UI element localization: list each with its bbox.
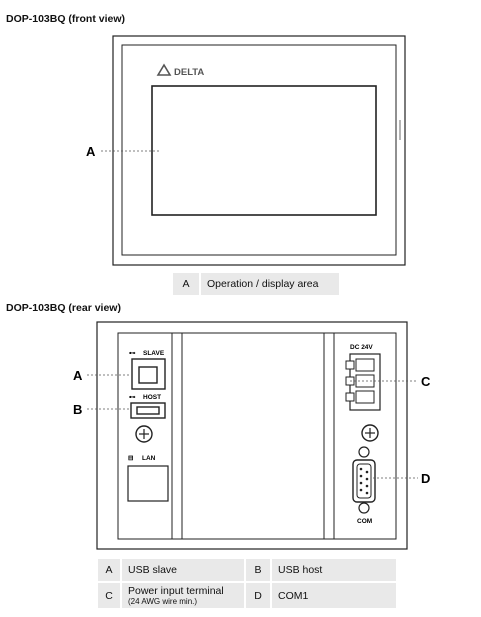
legend-key: B <box>244 557 272 583</box>
legend-label: USB host <box>270 557 398 583</box>
legend-label: COM1 <box>270 581 398 610</box>
com-pin <box>359 467 363 471</box>
front-legend: A Operation / display area <box>171 271 341 297</box>
com-pins <box>359 467 369 495</box>
usb-slave-icon: ⊷ <box>129 350 136 357</box>
legend-key: C <box>96 581 122 610</box>
lan-icon: ⊟ <box>128 455 134 462</box>
legend-label: Power input terminal (24 AWG wire min.) <box>120 581 246 610</box>
legend-key: A <box>171 271 201 297</box>
brand-text: DELTA <box>174 67 204 78</box>
dc-label: DC 24V <box>350 344 373 351</box>
legend-label: Operation / display area <box>199 271 341 297</box>
com-pin <box>365 470 369 474</box>
legend-row: C Power input terminal (24 AWG wire min.… <box>96 581 398 610</box>
usb-slave-port: ⊷ SLAVE <box>129 350 166 390</box>
lan-label: LAN <box>142 455 156 462</box>
usb-host-icon: ⊷ <box>129 394 136 401</box>
power-terminal: DC 24V <box>345 344 381 411</box>
rear-callout-d: D <box>421 471 430 486</box>
legend-label-main: Power input terminal <box>128 585 224 597</box>
slave-label: SLAVE <box>143 350 165 357</box>
com-pin <box>359 481 363 485</box>
rear-callout-c: C <box>421 374 431 389</box>
display-area <box>151 85 377 216</box>
rear-callout-b: B <box>73 402 82 417</box>
rear-view-title: DOP-103BQ (rear view) <box>6 302 121 314</box>
legend-row: A USB slave B USB host <box>96 557 398 583</box>
delta-logo: DELTA <box>156 63 204 78</box>
com-pin <box>359 488 363 492</box>
host-label: HOST <box>143 394 161 401</box>
usb-host-port: ⊷ HOST <box>129 394 166 419</box>
legend-key: D <box>244 581 272 610</box>
com-pin <box>359 474 363 478</box>
front-callout-a: A <box>86 144 96 159</box>
legend-key: A <box>96 557 122 583</box>
rear-callout-a: A <box>73 368 83 383</box>
legend-label: USB slave <box>120 557 246 583</box>
com-label: COM <box>357 518 372 525</box>
legend-label-sub: (24 AWG wire min.) <box>128 597 198 606</box>
legend-row: A Operation / display area <box>171 271 341 297</box>
front-view-title: DOP-103BQ (front view) <box>6 13 126 25</box>
ground-screw-right-icon <box>361 424 379 442</box>
ground-screw-icon <box>135 425 153 443</box>
front-panel <box>112 35 406 266</box>
com-pin <box>365 491 369 495</box>
lan-port: ⊟ LAN <box>127 455 169 502</box>
com-pin <box>365 484 369 488</box>
rear-legend: A USB slave B USB host C Power input ter… <box>96 557 398 610</box>
com-pin <box>365 477 369 481</box>
